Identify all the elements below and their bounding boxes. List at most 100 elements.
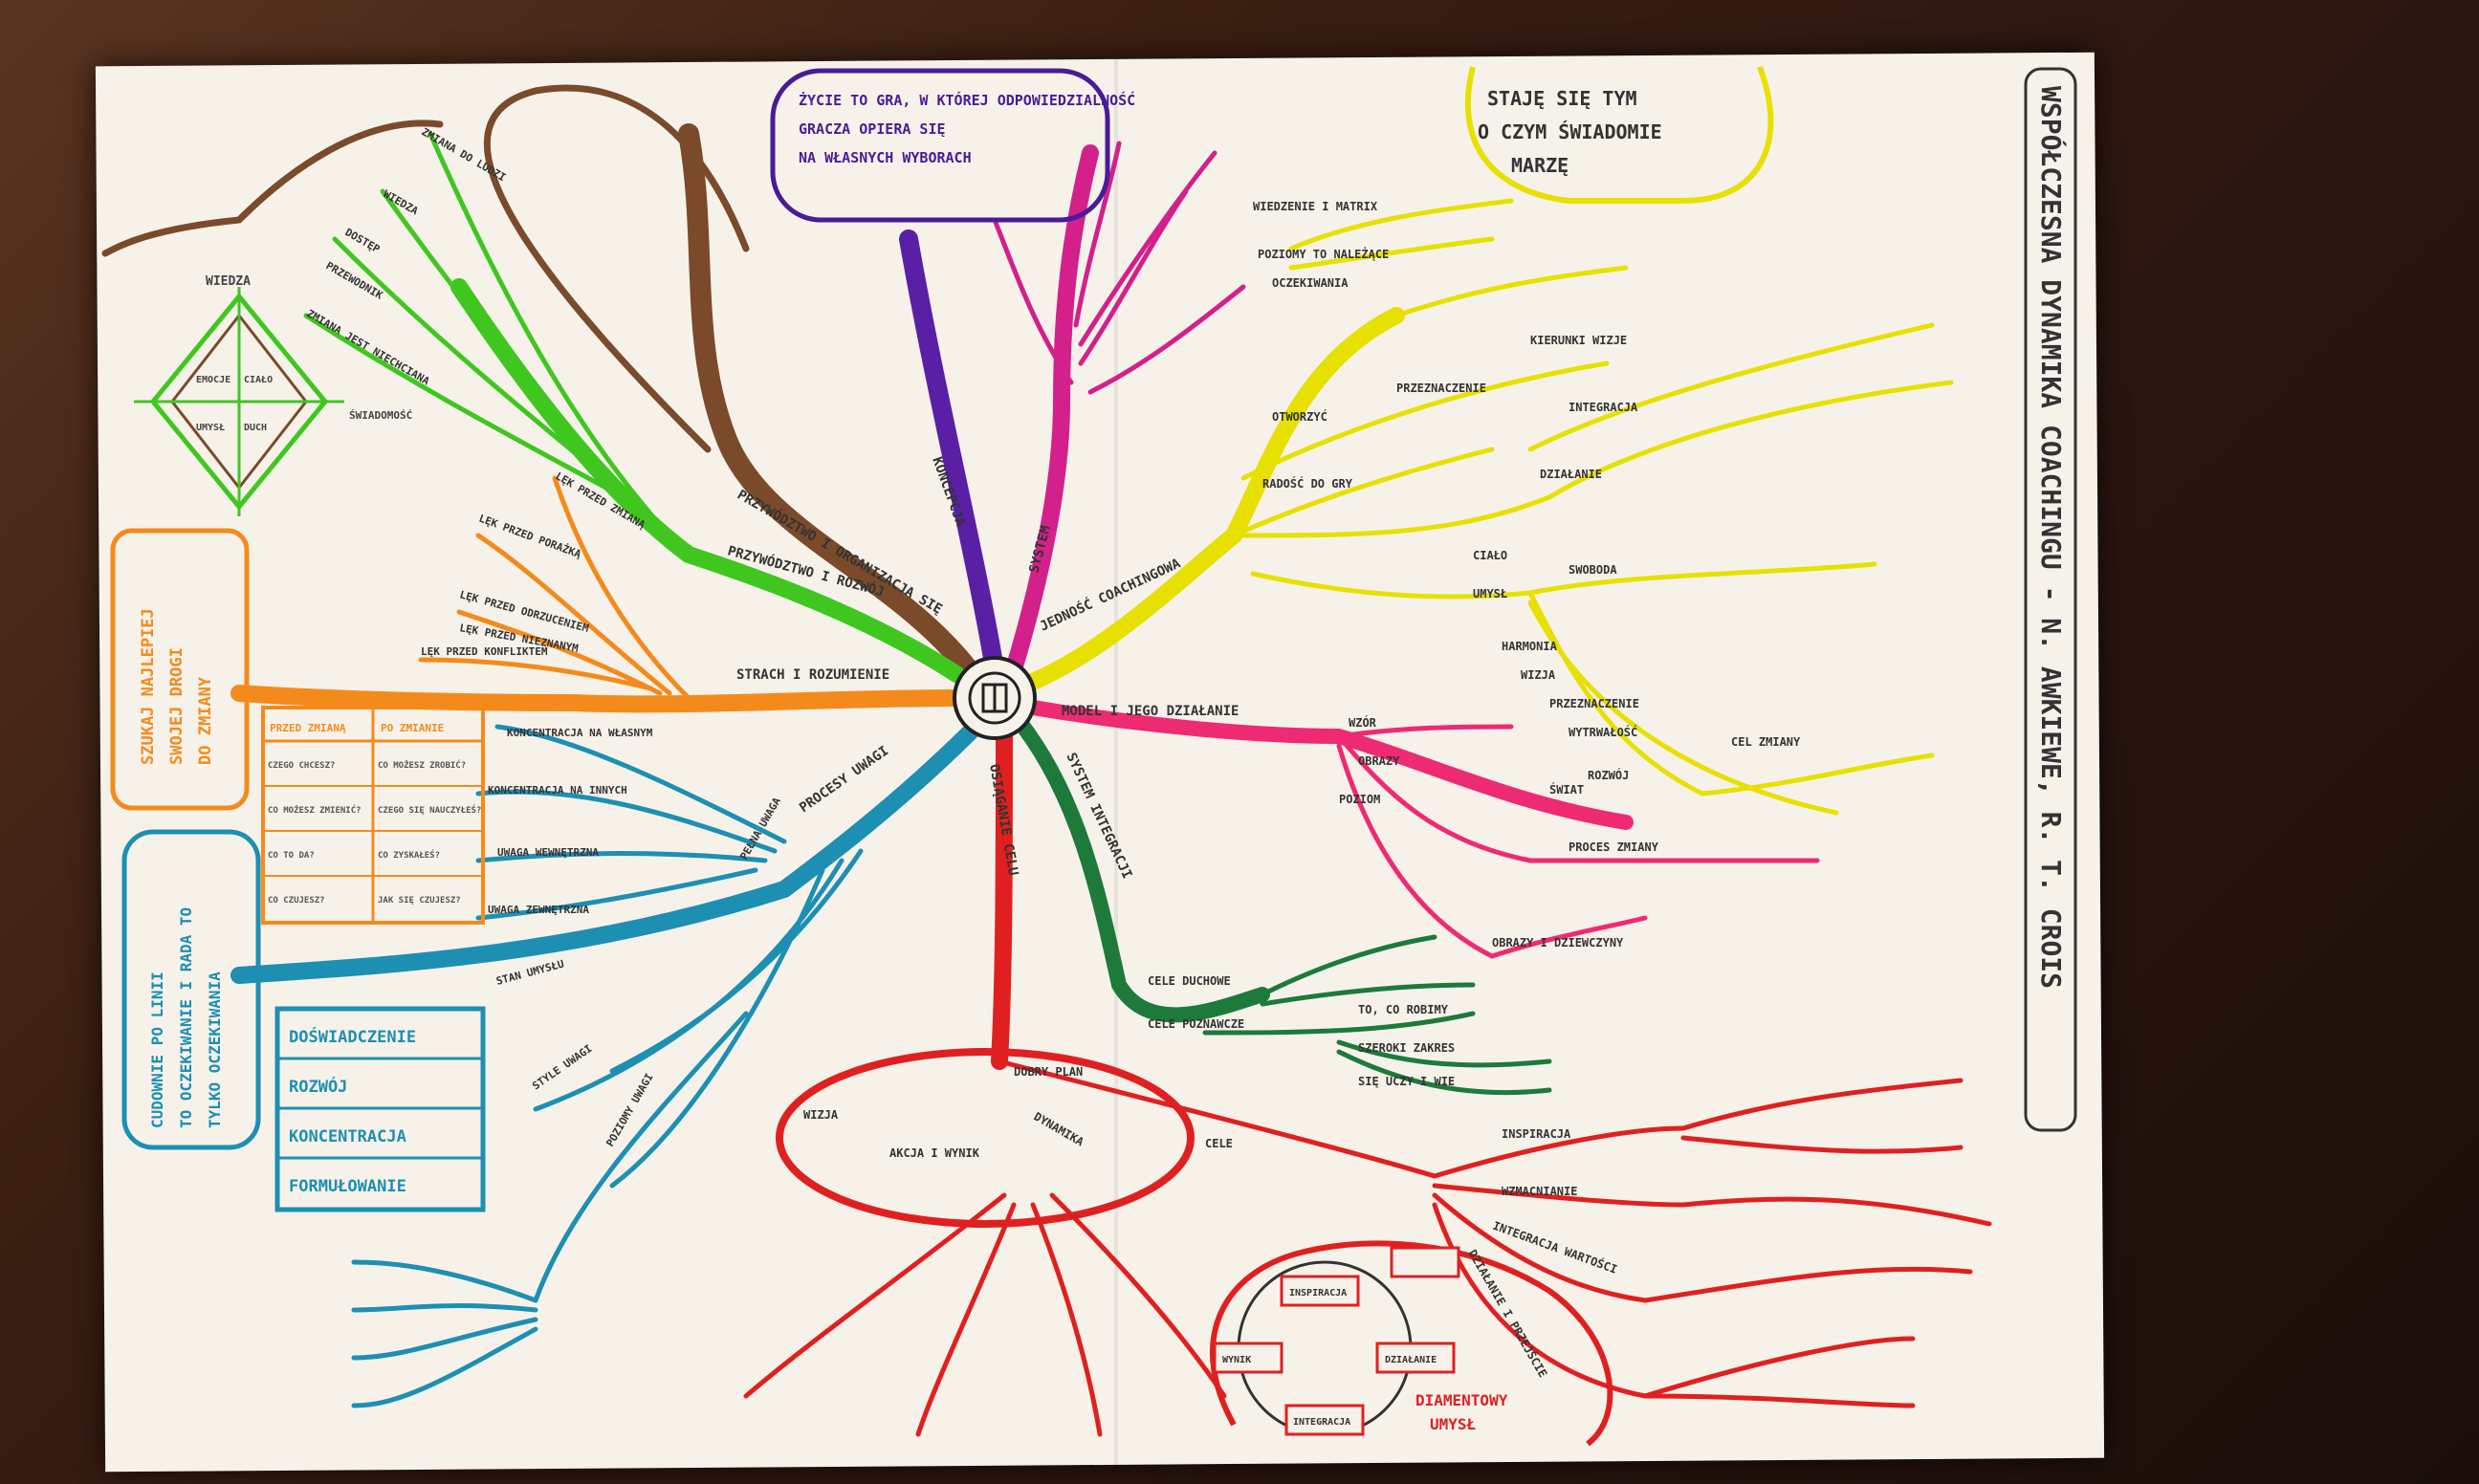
yellow-item: INTEGRACJA — [1569, 401, 1638, 414]
cycle-item: INTEGRACJA — [1293, 1417, 1350, 1428]
callout-blue-line: CUDOWNIE PO LINII — [148, 971, 166, 1128]
pink-item: PROCES ZMIANY — [1569, 840, 1659, 854]
teal-item: STAN UMYSŁU — [494, 957, 565, 988]
callout-blue-line: TYLKO OCZEKIWANIA — [206, 971, 224, 1128]
red-arc — [1209, 1240, 1613, 1447]
teal-item: UWAGA ZEWNĘTRZNA — [488, 904, 589, 916]
cycle-item: INSPIRACJA — [1289, 1288, 1347, 1298]
table-cell: CZEGO SIĘ NAUCZYŁEŚ? — [378, 804, 481, 816]
branch-magenta — [1005, 144, 1099, 678]
yellow-item: WIEDZENIE I MATRIX — [1253, 200, 1378, 213]
dark-green-item: SZEROKI ZAKRES — [1358, 1041, 1455, 1055]
diamond-top: WIEDZA — [206, 274, 251, 289]
table-cell: CO TO DA? — [268, 851, 315, 861]
pink-item: ŚWIAT — [1549, 782, 1584, 797]
callout-yellow-line: O CZYM ŚWIADOMIE — [1478, 120, 1662, 143]
branch-label: STRACH I ROZUMIENIE — [736, 667, 889, 683]
branch-red — [991, 728, 1013, 1070]
paper-fold-line — [1114, 59, 1118, 1465]
yellow-item: KIERUNKI WIZJE — [1530, 334, 1627, 347]
yellow-item: CIAŁO — [1473, 549, 1507, 562]
branch-orange — [230, 685, 970, 713]
callout-yellow-line: STAJĘ SIĘ TYM — [1487, 87, 1637, 110]
blue-list-item: DOŚWIADCZENIE — [289, 1026, 416, 1047]
branch-teal — [230, 718, 984, 984]
branch-label: OSIĄGANIE CELU — [986, 763, 1020, 877]
cycle-label: UMYSŁ — [1430, 1415, 1476, 1433]
pink-item: OBRAZY I DZIEWCZYNY — [1492, 936, 1624, 949]
dark-green-item: CELE POZNAWCZE — [1148, 1017, 1244, 1031]
branch-purple — [899, 229, 1004, 679]
blue-list — [274, 1006, 486, 1212]
diamond-cell: UMYSŁ — [196, 423, 225, 433]
yellow-item: POZIOMY TO NALEŻĄCE — [1258, 247, 1389, 261]
branch-brown — [678, 123, 986, 689]
dark-green-item: TO, CO ROBIMY — [1358, 1003, 1449, 1016]
callout-purple-line: ŻYCIE TO GRA, W KTÓREJ ODPOWIEDZIALNOŚĆ — [799, 91, 1135, 109]
callout-orange-box — [110, 528, 250, 811]
callout-purple-line: NA WŁASNYCH WYBORACH — [799, 149, 972, 166]
diamond-diagram — [134, 287, 344, 516]
table-cell: CO ZYSKAŁEŚ? — [378, 849, 440, 861]
diamond-cell: CIAŁO — [244, 375, 273, 385]
red-item: INSPIRACJA — [1502, 1127, 1571, 1141]
diamond-cell: EMOCJE — [196, 375, 230, 385]
callout-blue-line: TO OCZEKIWANIE I RADA TO — [177, 907, 195, 1128]
callout-purple-box — [770, 68, 1110, 223]
dark-green-item: SIĘ UCZY I WIE — [1358, 1075, 1455, 1088]
branch-dark-green — [1016, 719, 1270, 1023]
callout-yellow-box — [1464, 65, 1774, 204]
yellow-item: HARMONIA — [1502, 640, 1558, 653]
yellow-item: DZIAŁANIE — [1540, 468, 1602, 481]
cycle-item: WYNIK — [1222, 1355, 1251, 1365]
table-cell: CO MOŻESZ ZMIENIĆ? — [268, 804, 362, 816]
yellow-item: ROZWÓJ — [1588, 768, 1629, 782]
green-item: ZMIANA DO LUDZI — [420, 125, 509, 184]
callout-blue-box — [121, 829, 261, 1150]
table-cell: CO CZUJESZ? — [268, 896, 325, 906]
yellow-item: PRZEZNACZENIE — [1396, 382, 1486, 395]
blue-list-item: KONCENTRACJA — [289, 1127, 406, 1146]
orange-table — [261, 706, 485, 925]
table-header: PRZED ZMIANĄ — [270, 722, 346, 734]
callout-yellow-line: MARZĘ — [1511, 154, 1569, 177]
dark-green-item: CELE DUCHOWE — [1148, 974, 1231, 988]
red-item: AKCJA I WYNIK — [889, 1146, 980, 1160]
branch-brown-arm — [101, 120, 444, 257]
blue-list-item: ROZWÓJ — [289, 1076, 347, 1097]
teal-item: STYLE UWAGI — [530, 1042, 594, 1092]
callout-purple-line: GRACZA OPIERA SIĘ — [799, 120, 946, 138]
yellow-item: SWOBODA — [1569, 563, 1617, 577]
teal-item: POZIOMY UWAGI — [603, 1071, 655, 1148]
pink-item: OBRAZY — [1358, 754, 1400, 768]
yellow-item: OCZEKIWANIA — [1272, 276, 1349, 290]
branch-pink — [1025, 700, 1634, 830]
branch-green — [450, 278, 965, 683]
orange-item: LĘK PRZED KONFLIKTEM — [421, 645, 548, 658]
center-symbol — [953, 656, 1037, 740]
cycle-item: DZIAŁANIE — [1385, 1355, 1437, 1365]
red-item: CELE — [1205, 1137, 1233, 1150]
table-cell: CZEGO CHCESZ? — [268, 761, 335, 771]
teal-item: KONCENTRACJA NA WŁASNYM — [507, 727, 653, 739]
red-item: DYNAMIKA — [1032, 1109, 1087, 1148]
callout-orange-line: SWOJEJ DROGI — [167, 647, 186, 765]
branch-label: MODEL I JEGO DZIAŁANIE — [1062, 704, 1239, 719]
yellow-item: CEL ZMIANY — [1731, 735, 1801, 749]
pink-item: POZIOM — [1339, 793, 1380, 806]
title-box — [2024, 67, 2077, 1132]
cycle-diagram — [1213, 1246, 1460, 1436]
pink-item: WZÓR — [1349, 715, 1377, 730]
teal-item: UWAGA WEWNĘTRZNA — [497, 846, 599, 859]
yellow-item: PRZEZNACZENIE — [1549, 697, 1639, 710]
cycle-label: DIAMENTOWY — [1415, 1391, 1508, 1409]
branch-yellow — [1020, 307, 1405, 692]
map-title: WSPÓŁCZESNA DYNAMIKA COACHINGU - N. AWKI… — [2035, 86, 2068, 989]
table-cell: CO MOŻESZ ZROBIĆ? — [378, 759, 466, 771]
diamond-right: ŚWIADOMOŚĆ — [349, 409, 412, 422]
red-item: DOBRY PLAN — [1014, 1065, 1083, 1079]
branch-label: PRZYWÓDZTWO I ORGANIZACJA SIĘ — [735, 486, 946, 618]
diamond-cell: DUCH — [244, 423, 267, 433]
green-item: ZMIANA JEST NIECHCIANA — [305, 307, 432, 387]
